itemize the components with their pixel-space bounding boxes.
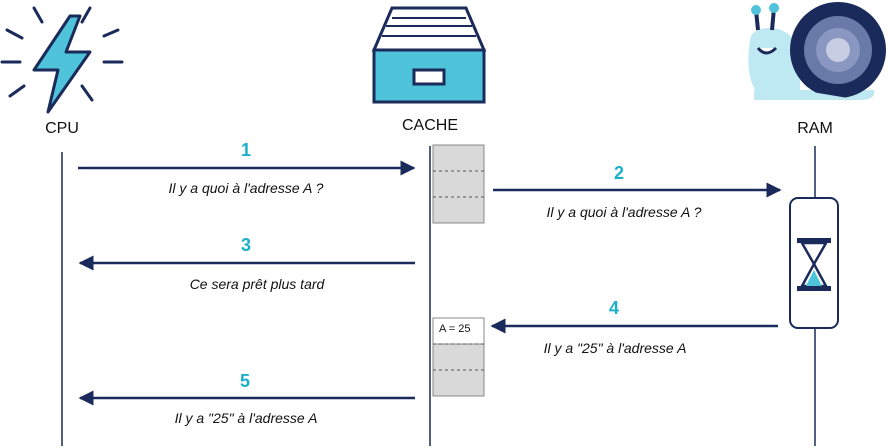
step-5-message: Il y a "25" à l'adresse A <box>174 410 318 426</box>
cache-label: CACHE <box>401 117 459 134</box>
snail-icon <box>748 2 886 100</box>
step-2-number: 2 <box>613 163 625 183</box>
cache-entry-value: A = 25 <box>439 323 471 335</box>
cpu-label: CPU <box>45 120 79 137</box>
step-3-message: Ce sera prêt plus tard <box>189 276 325 292</box>
file-drawer-icon <box>371 6 487 104</box>
step-5-number: 5 <box>239 371 251 391</box>
step-4-message: Il y a "25" à l'adresse A <box>543 340 687 356</box>
step-2-message: Il y a quoi à l'adresse A ? <box>546 204 702 220</box>
cache-block-initial <box>432 144 485 224</box>
step-4-number: 4 <box>608 298 620 318</box>
step-1-number: 1 <box>240 140 252 160</box>
ram-label: RAM <box>797 120 833 137</box>
step-1-message: Il y a quoi à l'adresse A ? <box>168 180 324 196</box>
step-3-number: 3 <box>240 235 252 255</box>
lightning-bolt-icon <box>0 6 124 114</box>
cache-block-filled <box>432 317 485 397</box>
hourglass-icon <box>797 238 831 291</box>
